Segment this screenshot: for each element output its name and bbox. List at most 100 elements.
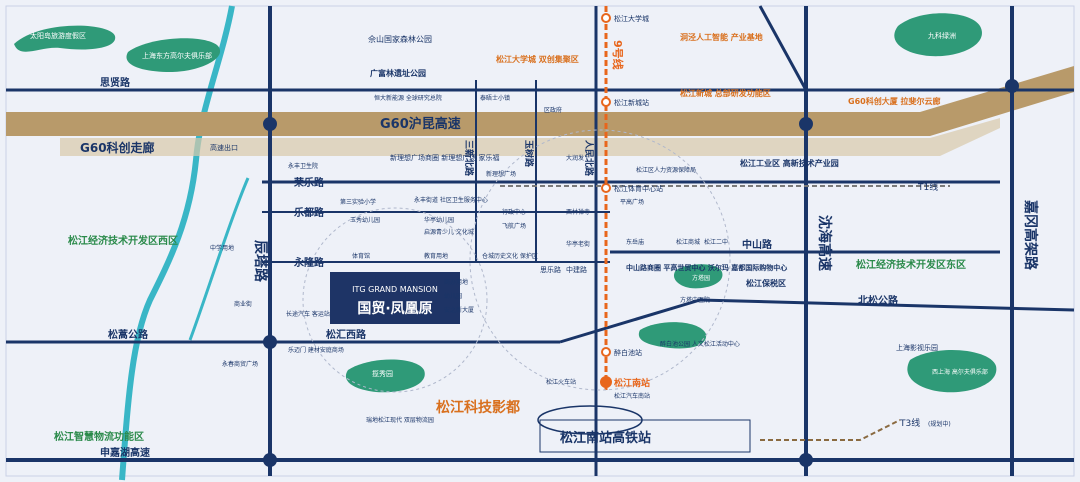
label-road-lede: 乐都路 — [294, 206, 325, 219]
label-road-beisong: 北松公路 — [858, 294, 899, 307]
park-zuibai — [638, 322, 707, 349]
interchange-chenta-g60 — [263, 117, 277, 131]
label-road-shenjiahu: 申嘉湖高速 — [100, 446, 150, 459]
label-station-sports: 松江体育中心站 — [614, 184, 663, 193]
label-road-zhongshan: 中山路 — [742, 238, 773, 251]
label-xiujiang: 长途汽车 客运站 — [286, 310, 330, 318]
label-road-renmin: 人民北路 — [583, 139, 595, 177]
label-xinjiu: 安之新大厦 — [444, 306, 474, 314]
label-xilin: 西林禅寺 — [566, 208, 590, 216]
label-university-incubator: 松江大学城 双创集聚区 — [496, 54, 579, 64]
park-jiuke — [894, 13, 982, 57]
label-dazhang: 大润发 — [566, 154, 584, 162]
brand-cn: 国贸·凤凰原 — [357, 300, 432, 317]
label-road-yonglong: 永隆路 — [293, 256, 325, 269]
label-road-sixian-small: 思乐路 — [540, 265, 561, 274]
label-hengda: 恒大新能源 全球研究总院 — [374, 94, 442, 102]
label-shanghai-film: 上海影视乐园 — [896, 343, 938, 352]
interchange-chenta-songyan — [263, 335, 277, 349]
brand-en: ITG GRAND MANSION — [352, 285, 438, 294]
label-dongyue: 东岳庙 — [626, 238, 644, 246]
city-radius-circle — [469, 129, 731, 391]
interchange-shenhai-g60 — [799, 117, 813, 131]
hsr-frame — [539, 419, 751, 453]
label-smart-logistics: 松江智慧物流功能区 — [54, 430, 144, 443]
label-ruidi: 瑞地松江现代 双层物流园 — [366, 416, 434, 424]
label-zhongshan-circle: 中山路商圈 平高世贸中心 沃尔玛 嘉都国际购物中心 — [626, 263, 787, 272]
label-sci-film: 松江科技影都 — [436, 399, 520, 416]
park-golf — [126, 38, 221, 72]
label-shopping: 商办用地 — [444, 278, 468, 286]
label-g60-corridor: G60科创走廊 — [80, 140, 155, 155]
tram-t3 — [760, 419, 901, 441]
park-west-golf — [907, 349, 997, 393]
road-beisong — [559, 298, 1075, 344]
label-sheshan: 佘山国家森林公园 — [368, 34, 432, 44]
g60-corridor-band — [60, 118, 1000, 156]
park-fangta — [673, 264, 723, 289]
label-station-university: 松江大学城 — [614, 14, 649, 23]
label-commercial: 商业街 — [234, 300, 252, 308]
label-hsr: 松江南站高铁站 — [560, 430, 651, 446]
interchange-shenhai-shenjiahu — [799, 453, 813, 467]
label-station-zuibai: 醉白池站 — [614, 348, 642, 357]
label-yuanjing-plaza: 新理想广场 — [486, 170, 516, 178]
label-tiyu: 体育馆 — [352, 252, 370, 260]
label-train: 松江火车站 — [546, 378, 576, 386]
label-station-newtown: 松江新城站 — [614, 98, 649, 107]
label-west-golf: 西上海 高尔夫俱乐部 — [932, 368, 988, 376]
label-t3: T3线 — [899, 417, 920, 429]
project-radius-circle — [302, 207, 488, 393]
park-lanxiu — [345, 359, 425, 393]
label-cangcheng: 仓城历史文化 保护区 — [482, 252, 538, 260]
label-road-chenta: 辰塔路 — [252, 240, 269, 283]
label-mall: 松江商城 — [676, 238, 700, 246]
label-g60-highway: G60沪昆高速 — [380, 116, 461, 132]
label-line9: 9号线 — [611, 40, 625, 70]
label-huating-kg: 华亭幼儿园 — [424, 216, 454, 224]
river-branch — [188, 177, 250, 341]
label-bus: 松江汽车南站 — [614, 392, 650, 400]
label-g60-building: G60科创大厦 拉斐尔云廊 — [848, 96, 940, 106]
label-road-sanxin: 三新北路 — [463, 140, 475, 177]
label-road-jiagang: 嘉冈高架路 — [1022, 199, 1039, 271]
label-huaxia: 华亭老街 — [566, 240, 590, 248]
interchange-jiagang-g60 — [1005, 79, 1019, 93]
label-road-shenhai: 沈海高速 — [816, 215, 833, 271]
park-taiyangdao — [14, 25, 116, 52]
map-frame — [5, 5, 1075, 477]
station-zuibai — [601, 347, 611, 357]
label-station-south: 松江南站 — [614, 377, 650, 389]
label-zuibai-park: 醉白池公园 人文松江活动中心 — [660, 340, 740, 348]
label-yongfeng-street: 永丰街道 社区卫生服务中心 — [414, 196, 488, 204]
label-road-zhongzhen: 中建路 — [566, 265, 587, 274]
station-south — [600, 376, 612, 388]
label-road-sixian: 思贤路 — [100, 76, 131, 89]
label-qihang: 启源青少儿 文化城 — [424, 228, 474, 236]
label-xinliuxiang: 新理想广场商圈 新理想广场 家乐福 — [390, 153, 499, 162]
label-quzhengfu: 区政府 — [544, 106, 562, 114]
label-yongchun: 永春商贸广场 — [222, 360, 258, 368]
label-third-primary: 第三实验小学 — [340, 198, 376, 206]
label-guangfulin: 广富林遗址公园 — [370, 68, 426, 78]
label-highway-exit: 高速出口 — [210, 143, 238, 152]
label-new-town-hq: 松江新城 总部研发功能区 — [680, 88, 771, 98]
label-road-songyan: 松蒿公路 — [108, 328, 149, 341]
label-lanxiu: 揽秀园 — [372, 369, 393, 378]
label-edu-land: 教育用地 — [424, 252, 448, 260]
label-bonded: 松江保税区 — [746, 278, 786, 288]
label-xingzheng: 行政中心 — [502, 208, 526, 216]
label-dongfang-golf: 上海东方高尔夫俱乐部 — [142, 51, 212, 60]
label-road-songjiang-west: 松汇西路 — [326, 328, 367, 341]
label-road-rongle: 荣乐路 — [293, 176, 325, 189]
label-feiji: 飞航广场 — [502, 222, 526, 230]
label-kindergarten2: 幼儿园 — [444, 292, 462, 300]
label-middle-school: 中学用地 — [210, 244, 234, 252]
river — [119, 5, 235, 481]
label-road-yushu: 玉树路 — [523, 140, 535, 168]
interchange-chenta-shenjiahu — [263, 453, 277, 467]
label-taisheng: 泰晤士小镇 — [480, 94, 510, 102]
road-diagonal-ne — [758, 5, 808, 91]
